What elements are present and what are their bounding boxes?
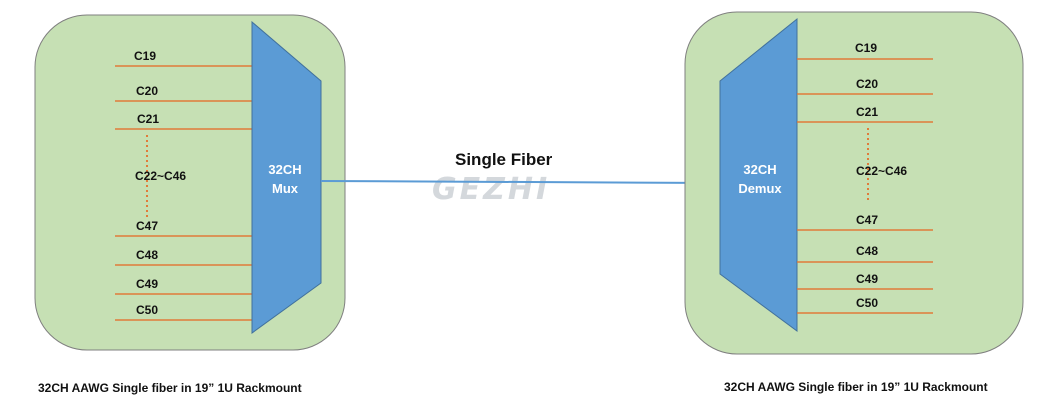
left-channel-label-c19: C19 <box>134 49 156 63</box>
right-channel-label-c19: C19 <box>855 41 877 55</box>
left-channel-label-c49: C49 <box>136 277 158 291</box>
single-fiber-link <box>320 180 721 184</box>
mux-device <box>251 20 322 334</box>
right-channel-label-c21: C21 <box>856 105 878 119</box>
left-channel-label-c50: C50 <box>136 303 158 317</box>
watermark: GEZHI <box>432 172 550 207</box>
left-channel-label-c20: C20 <box>136 84 158 98</box>
mux-label-line2: Mux <box>272 181 299 196</box>
left-channel-label-c21: C21 <box>137 112 159 126</box>
right-channel-label-c20: C20 <box>856 77 878 91</box>
fiber-label: Single Fiber <box>455 150 553 169</box>
mux-label-line1: 32CH <box>268 162 301 177</box>
left-rackmount: C19 C20 C21 C22~C46 C47 C48 C49 C50 32CH… <box>34 14 346 351</box>
demux-label-line2: Demux <box>738 181 782 196</box>
demux-device <box>719 17 798 332</box>
demux-label-line1: 32CH <box>743 162 776 177</box>
right-rackmount: 32CH Demux C19 C20 C21 C22~C46 C47 C48 C… <box>684 11 1024 355</box>
left-channel-label-c47: C47 <box>136 219 158 233</box>
right-channel-label-range: C22~C46 <box>856 164 907 178</box>
left-channel-label-range: C22~C46 <box>135 169 186 183</box>
left-channel-label-c48: C48 <box>136 248 158 262</box>
right-channel-label-c50: C50 <box>856 296 878 310</box>
right-channel-label-c48: C48 <box>856 244 878 258</box>
right-caption: 32CH AAWG Single fiber in 19” 1U Rackmou… <box>724 380 988 394</box>
right-channel-label-c47: C47 <box>856 213 878 227</box>
left-caption: 32CH AAWG Single fiber in 19” 1U Rackmou… <box>38 381 302 395</box>
right-channel-label-c49: C49 <box>856 272 878 286</box>
